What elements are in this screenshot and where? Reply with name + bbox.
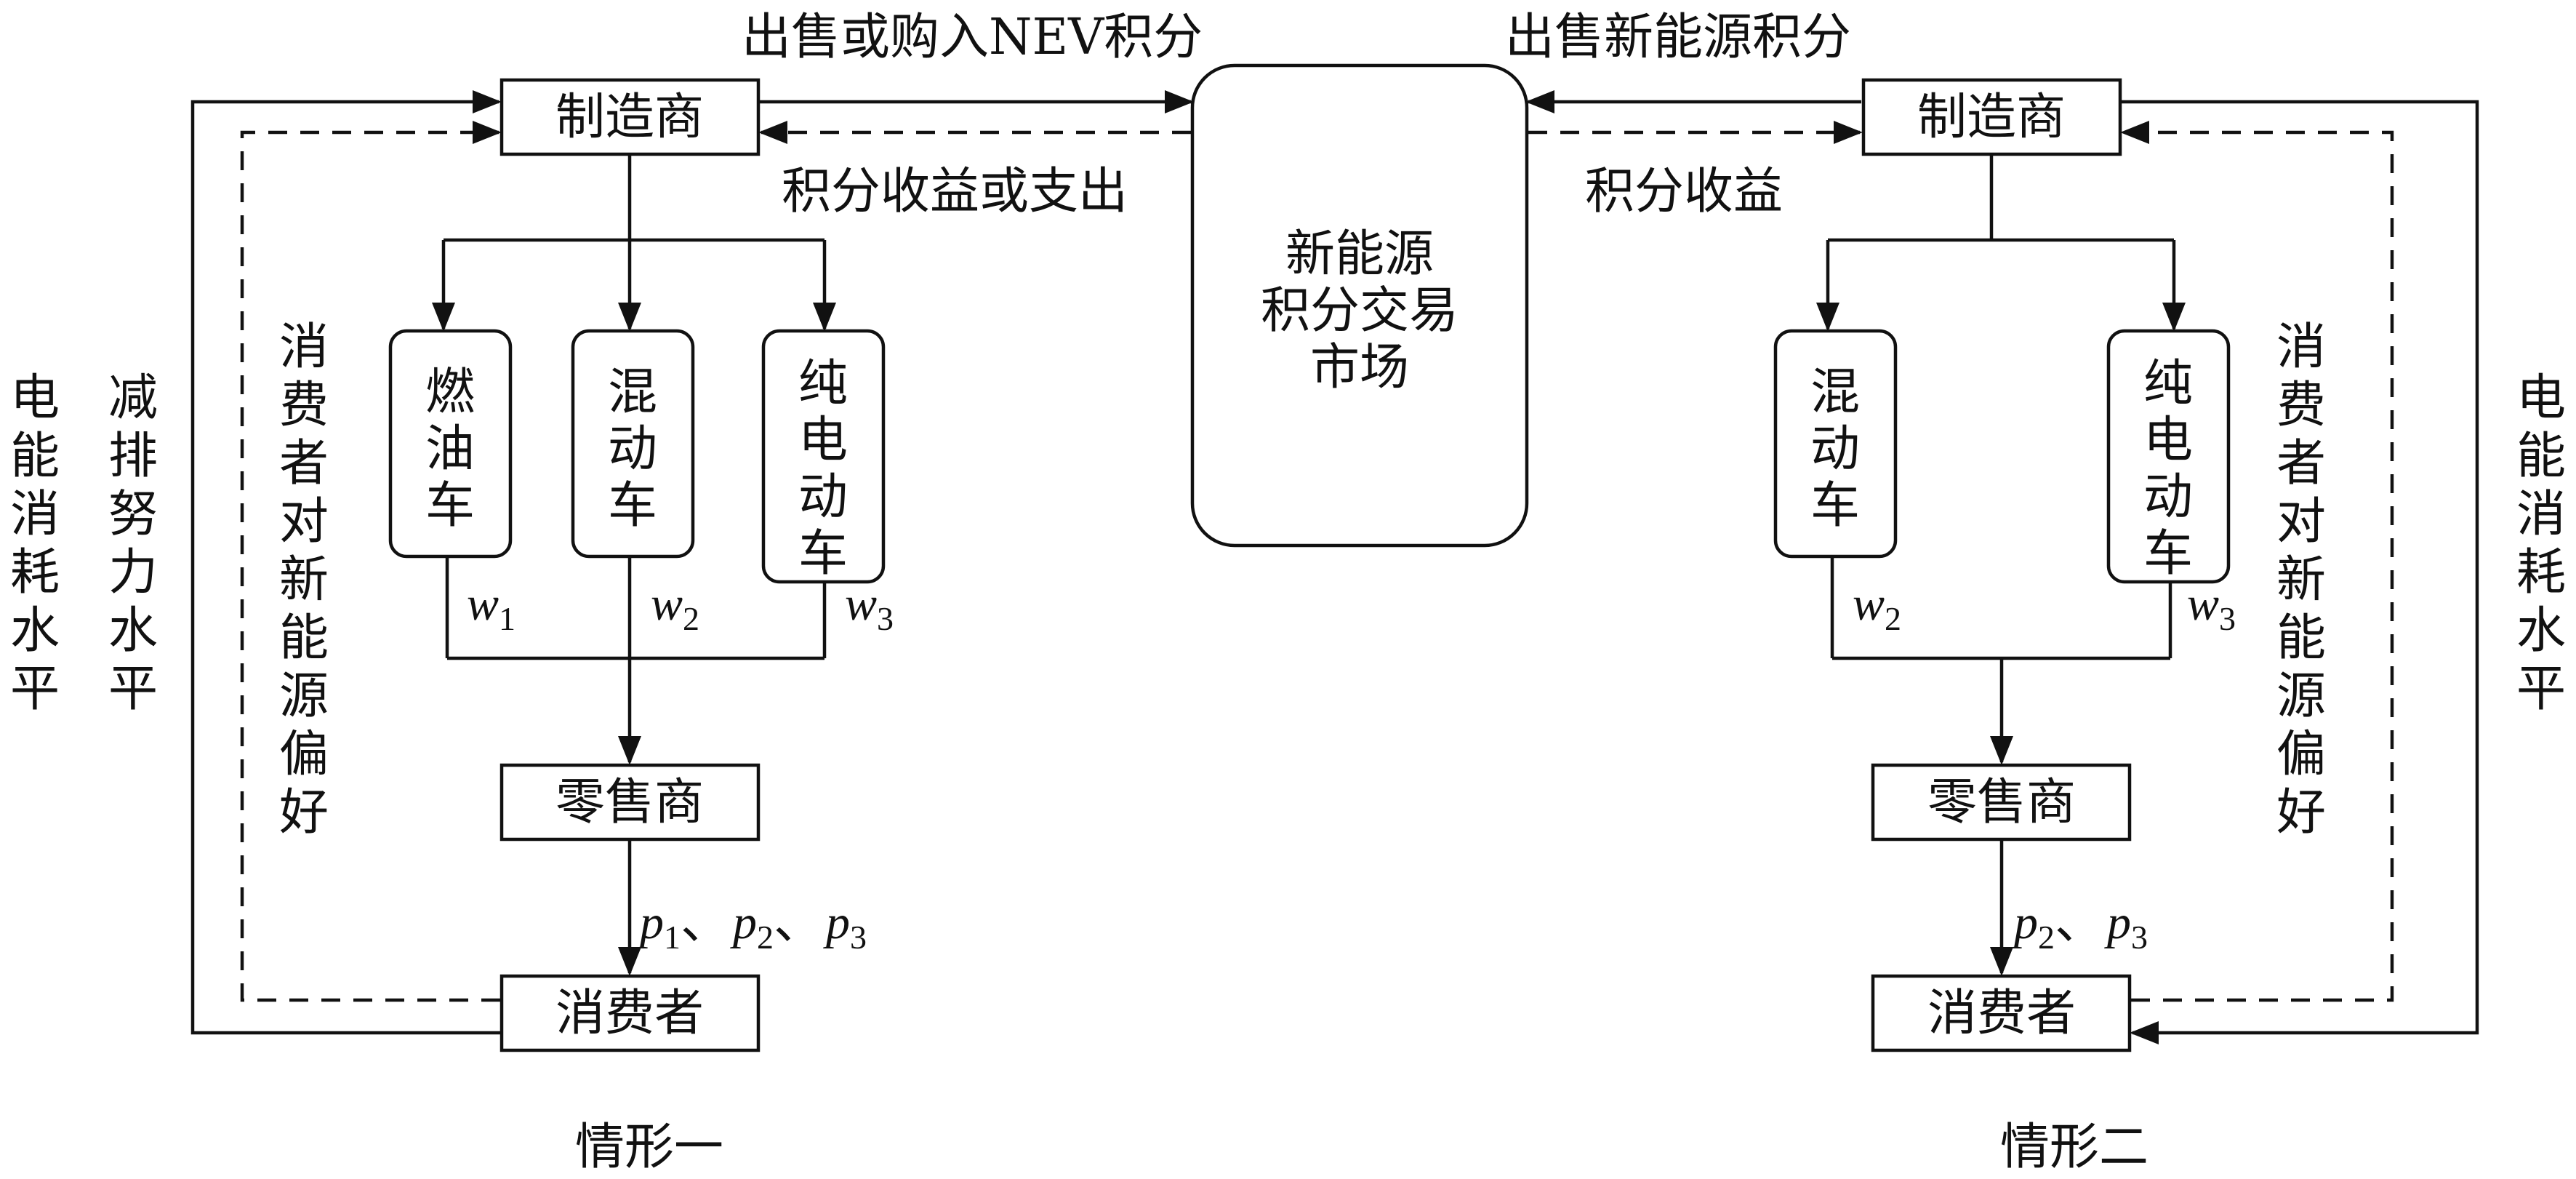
s1-preference-label-char-1: 消 (279, 319, 329, 376)
market-box (1190, 63, 1529, 548)
s2-vehicle-1-char-1: 混 (1810, 364, 1860, 421)
s1-vehicle-box-2 (571, 329, 695, 559)
s1-vehicle-1-char-2: 油 (425, 420, 475, 478)
s2-retail-prices: p2、p3 (2011, 894, 2148, 956)
s2-vehicle-1-char-2: 动 (1810, 420, 1860, 478)
s1-vehicle-3-char-3: 动 (798, 468, 848, 526)
s2-vehicle-1-char-3: 车 (1810, 477, 1860, 535)
s2-energy-label-char-3: 消 (2516, 486, 2566, 543)
s1-manufacturer-label: 制造商 (555, 89, 704, 146)
s1-vehicle-2-char-3: 车 (608, 477, 657, 535)
s1-energy-label-char-6: 平 (10, 660, 60, 718)
s1-emission-label-char-2: 排 (108, 428, 158, 485)
scenario-2: 制造商 混 动 车 纯 电 动 车 w2 w3 零售商 p2、p3 消费者 电能… (1773, 78, 2566, 1176)
scenario-1: 制造商 燃 油 车 混 动 车 纯 电 动 车 w1 w2 w3 零售商 (10, 78, 894, 1176)
s2-vehicle-2-char-2: 电 (2143, 412, 2193, 469)
s2-vehicle-box-1 (1773, 329, 1898, 559)
s1-emission-label-char-6: 平 (108, 660, 158, 718)
s1-retail-prices: p1、p2、p3 (637, 894, 867, 956)
s1-energy-label-char-3: 消 (10, 486, 60, 543)
market-connectors: 出售或购入NEV积分 积分收益或支出 出售新能源积分 积分收益 (742, 9, 1863, 220)
s1-preference-label-char-2: 费 (279, 377, 329, 434)
s2-title: 情形二 (2000, 1119, 2148, 1176)
s1-vehicle-3-char-2: 电 (798, 412, 848, 469)
s2-solid-feedback-loop (2122, 100, 2479, 1044)
s2-consumer-label: 消费者 (1927, 985, 2076, 1042)
s1-preference-label-char-9: 好 (279, 784, 329, 842)
s1-vehicle-2-char-1: 混 (608, 364, 657, 421)
s2-manufacturer-label: 制造商 (1917, 89, 2066, 146)
s1-vehicle-1-char-1: 燃 (425, 364, 475, 421)
s1-wholesale-price-2: w2 (651, 577, 699, 637)
s1-preference-label-char-8: 偏 (279, 726, 329, 783)
s1-energy-label-char-2: 能 (10, 428, 60, 485)
s1-vehicle-2-char-2: 动 (608, 420, 657, 478)
s1-preference-label-char-7: 源 (279, 668, 329, 725)
s2-energy-label-char-4: 耗 (2516, 544, 2566, 602)
s2-wholesale-price-2: w3 (2187, 577, 2236, 637)
s1-consumer-label: 消费者 (555, 985, 704, 1042)
s1-energy-label-char-1: 电 (10, 369, 60, 427)
s2-retailer-box (1871, 763, 2132, 842)
s1-vehicle-1-char-3: 车 (425, 477, 475, 535)
s1-emission-label-char-4: 力 (108, 544, 158, 602)
market-label-line-3: 市场 (1310, 339, 1409, 396)
s2-preference-label-char-3: 者 (2276, 435, 2326, 492)
s1-emission-label-char-1: 减 (108, 369, 158, 427)
s1-energy-label-char-5: 水 (10, 602, 60, 660)
credit-trading-market: 新能源 积分交易 市场 (1190, 63, 1529, 548)
s1-emission-label-char-5: 水 (108, 602, 158, 660)
s2-vehicle-2-char-3: 动 (2143, 468, 2193, 526)
s2-vehicle-2-char-1: 纯 (2143, 355, 2193, 412)
s1-wholesale-price-1: w1 (467, 577, 515, 637)
s1-solid-feedback-loop (190, 90, 502, 1035)
s1-preference-label-char-3: 者 (279, 435, 329, 492)
s2-preference-label-char-1: 消 (2276, 319, 2326, 376)
s2-energy-label-char-6: 平 (2516, 660, 2566, 718)
s2-vehicle-box-2 (2106, 329, 2231, 584)
s1-energy-label-char-4: 耗 (10, 544, 60, 602)
s2-energy-label-char-1: 电 (2516, 369, 2566, 427)
s1-emission-label-char-3: 努 (108, 486, 158, 543)
s2-preference-label-char-7: 源 (2276, 668, 2326, 725)
s2-retailer-label: 零售商 (1927, 774, 2076, 831)
s2-consumer-box (1871, 974, 2132, 1052)
s1-manufacturer-box (499, 78, 761, 156)
s1-consumer-box (499, 974, 761, 1052)
s2-preference-label-char-4: 对 (2276, 493, 2326, 551)
s2-wholesale-price-1: w2 (1853, 577, 1901, 637)
label-left-income-expense: 积分收益或支出 (782, 163, 1128, 220)
s2-energy-label-char-2: 能 (2516, 428, 2566, 485)
s1-preference-label-char-4: 对 (279, 493, 329, 551)
s2-preference-label-char-2: 费 (2276, 377, 2326, 434)
market-label-line-2: 积分交易 (1261, 282, 1458, 340)
s1-preference-label-char-5: 新 (279, 551, 329, 609)
label-left-sell-buy: 出售或购入NEV积分 (742, 9, 1203, 66)
s1-retailer-label: 零售商 (555, 774, 704, 831)
s1-vehicle-3-char-4: 车 (798, 525, 848, 583)
s1-vehicle-box-1 (388, 329, 513, 559)
s2-dashed-feedback-loop (2120, 121, 2394, 1002)
s2-preference-label-char-5: 新 (2276, 551, 2326, 609)
label-right-income: 积分收益 (1585, 163, 1783, 220)
s2-manufacturer-box (1861, 78, 2122, 156)
s2-vehicle-2-char-4: 车 (2143, 525, 2193, 583)
s1-wholesale-price-3: w3 (845, 577, 894, 637)
s1-dashed-feedback-loop (240, 121, 502, 1002)
s1-title: 情形一 (575, 1119, 723, 1176)
s1-vehicle-3-char-1: 纯 (798, 355, 848, 412)
market-label-line-1: 新能源 (1285, 225, 1434, 283)
s2-preference-label-char-9: 好 (2276, 784, 2326, 842)
label-right-sell: 出售新能源积分 (1505, 9, 1851, 66)
s2-preference-label-char-6: 能 (2276, 610, 2326, 667)
s2-energy-label-char-5: 水 (2516, 602, 2566, 660)
s2-preference-label-char-8: 偏 (2276, 726, 2326, 783)
s1-preference-label-char-6: 能 (279, 610, 329, 667)
